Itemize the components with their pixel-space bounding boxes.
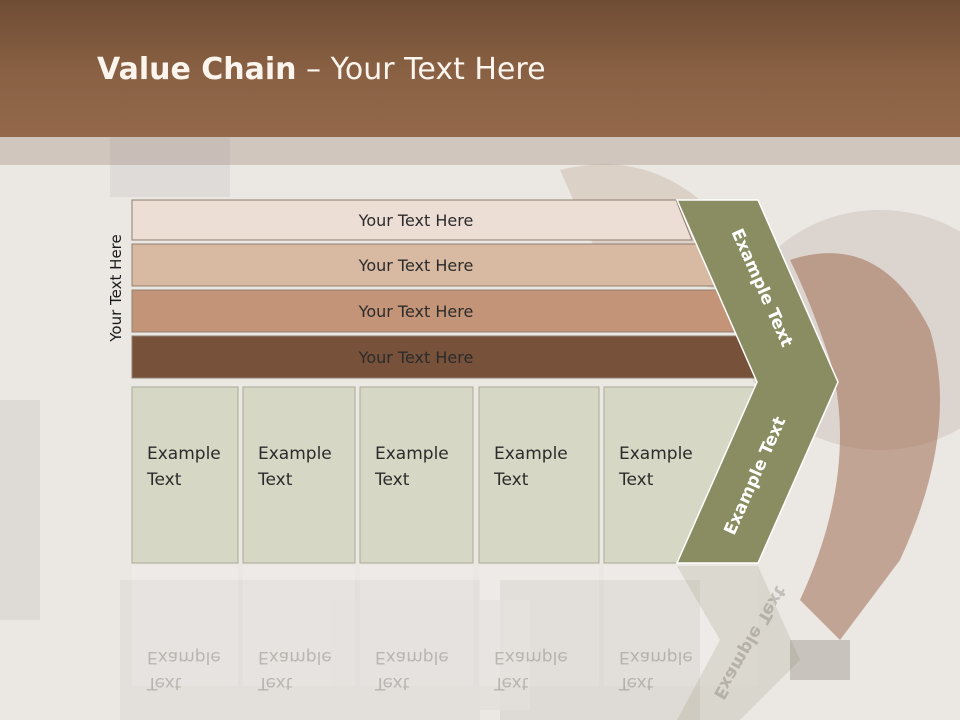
support-row-label: Your Text Here <box>358 348 474 367</box>
support-row-label: Your Text Here <box>358 256 474 275</box>
title-bold: Value Chain <box>97 52 297 87</box>
primary-activity-label-line2: Text <box>493 470 529 490</box>
reflection-text: Text <box>374 673 410 693</box>
reflection-text: Example <box>619 647 693 667</box>
slide-header <box>0 0 960 137</box>
box-reflection <box>479 566 599 686</box>
chevron-reflection <box>677 566 800 720</box>
reflection-text: Example <box>494 647 568 667</box>
primary-activity-box <box>478 386 600 564</box>
primary-activity-box <box>242 386 356 564</box>
primary-activity-label-line1: Example <box>147 444 221 464</box>
slide-title: Value Chain – Your Text Here <box>97 52 546 87</box>
primary-activity-label-line1: Example <box>375 444 449 464</box>
primary-activity-label-line2: Text <box>618 470 654 490</box>
box-reflection <box>360 566 473 686</box>
box-reflection <box>604 566 758 686</box>
reflection-text: Example <box>147 647 221 667</box>
reflection-text: Text <box>618 673 654 693</box>
support-row-bar <box>131 199 693 241</box>
primary-activity-box <box>359 386 474 564</box>
reflection-text: Text <box>493 673 529 693</box>
primary-activity-label-line2: Text <box>374 470 410 490</box>
reflection-text: Example <box>258 647 332 667</box>
margin-chevron <box>675 199 839 564</box>
support-row-label: Your Text Here <box>358 302 474 321</box>
primary-activity-box <box>131 386 239 564</box>
reflection-text: Example <box>375 647 449 667</box>
primary-activity-label-line1: Example <box>258 444 332 464</box>
primary-activity-label-line1: Example <box>619 444 693 464</box>
reflection-text: Text <box>146 673 182 693</box>
title-rest: – Your Text Here <box>296 52 546 87</box>
box-reflection <box>243 566 355 686</box>
reflection-text: Text <box>257 673 293 693</box>
box-reflection <box>132 566 238 686</box>
support-row-label: Your Text Here <box>358 211 474 230</box>
primary-activity-label-line1: Example <box>494 444 568 464</box>
header-band <box>0 137 960 165</box>
primary-activity-label-line2: Text <box>257 470 293 490</box>
primary-activity-label-line2: Text <box>146 470 182 490</box>
